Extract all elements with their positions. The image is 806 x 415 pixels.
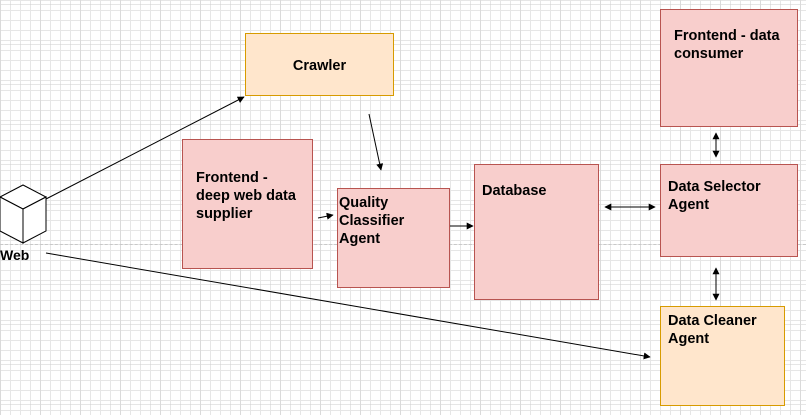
data-cleaner-node[interactable]: Data Cleaner Agent [660,306,785,406]
edge-web-to-data-cleaner[interactable] [45,252,651,360]
frontend-supplier-node[interactable]: Frontend - deep web data supplier [182,139,313,269]
crawler-node[interactable]: Crawler [245,33,394,96]
web-cube-icon[interactable] [0,184,48,244]
edge-supplier-to-quality-classifier[interactable] [317,212,334,220]
web-label: Web [0,247,30,263]
data-selector-node[interactable]: Data Selector Agent [660,164,798,257]
data-cleaner-label: Data Cleaner Agent [668,313,757,347]
edge-crawler-to-quality-classifier[interactable] [368,113,384,171]
frontend-supplier-label: Frontend - deep web data supplier [196,170,296,222]
quality-classifier-node[interactable]: Quality Classifier Agent [337,188,450,288]
quality-classifier-label: Quality Classifier Agent [339,195,405,247]
frontend-consumer-label: Frontend - data consumer [674,28,780,62]
edge-web-to-crawler[interactable] [45,96,245,200]
frontend-consumer-node[interactable]: Frontend - data consumer [660,9,798,127]
data-selector-label: Data Selector Agent [668,179,761,213]
crawler-label: Crawler [292,58,347,74]
database-node[interactable]: Database [474,164,599,300]
database-label: Database [482,183,547,199]
